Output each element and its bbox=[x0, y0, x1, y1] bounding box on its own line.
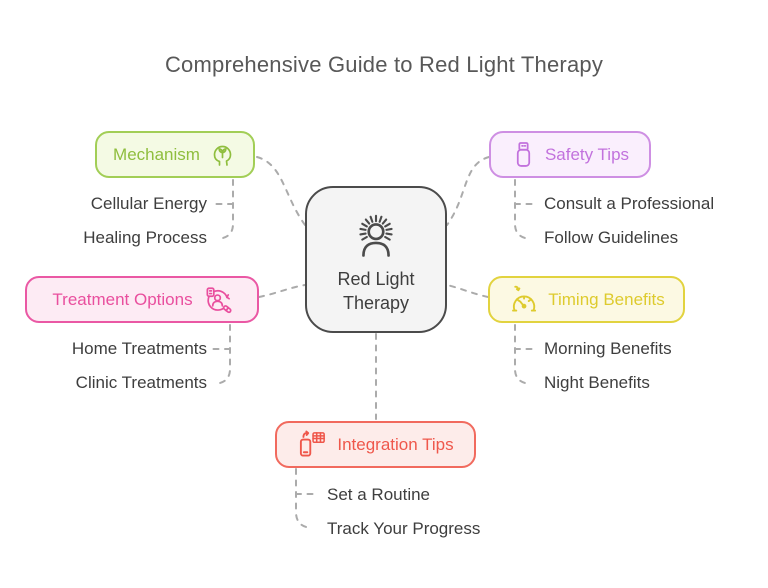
connector-treatment-center bbox=[258, 284, 306, 298]
item-track-your-progress: Track Your Progress bbox=[327, 519, 481, 538]
branch-integration-tips-label: Integration Tips bbox=[337, 434, 454, 454]
center-label-line1: Red Light bbox=[337, 268, 415, 289]
connector-mechanism-items bbox=[212, 179, 234, 240]
branch-mechanism-label: Mechanism bbox=[113, 144, 200, 164]
connector-mechanism-center bbox=[256, 156, 306, 226]
connector-treatment-items bbox=[210, 324, 231, 385]
mind-mechanism-icon bbox=[213, 145, 232, 166]
item-morning-benefits: Morning Benefits bbox=[544, 339, 672, 358]
branch-treatment-options: Treatment Options bbox=[25, 276, 259, 323]
phone-calendar-icon bbox=[300, 430, 326, 457]
connector-timing-items bbox=[514, 324, 535, 385]
person-radiating-light-icon bbox=[359, 214, 393, 257]
item-cellular-energy: Cellular Energy bbox=[90, 194, 207, 213]
item-healing-process: Healing Process bbox=[83, 228, 207, 247]
branch-safety-tips-label: Safety Tips bbox=[544, 144, 630, 164]
item-set-a-routine: Set a Routine bbox=[327, 485, 431, 504]
connector-integration-items bbox=[295, 468, 316, 529]
branch-timing-benefits: Timing Benefits bbox=[488, 276, 685, 323]
branch-timing-benefits-label: Timing Benefits bbox=[548, 289, 665, 309]
center-node-label: Red Light Therapy bbox=[337, 267, 414, 315]
connector-timing-center bbox=[446, 284, 489, 298]
connector-safety-items bbox=[514, 179, 535, 240]
item-clinic-treatments: Clinic Treatments bbox=[75, 373, 207, 392]
branch-safety-tips: Safety Tips bbox=[489, 131, 651, 178]
item-consult-a-professional: Consult a Professional bbox=[544, 194, 715, 213]
center-node-red-light-therapy: Red Light Therapy bbox=[305, 186, 447, 333]
center-label-line2: Therapy bbox=[342, 292, 410, 313]
patient-care-cycle-icon bbox=[206, 286, 232, 313]
connector-safety-center bbox=[446, 156, 490, 226]
gauge-timer-icon bbox=[512, 285, 537, 312]
usb-device-icon bbox=[516, 141, 531, 167]
page-title: Comprehensive Guide to Red Light Therapy bbox=[164, 52, 604, 77]
branch-treatment-options-label: Treatment Options bbox=[52, 289, 193, 309]
item-home-treatments: Home Treatments bbox=[71, 339, 207, 358]
branch-integration-tips: Integration Tips bbox=[275, 421, 476, 468]
branch-mechanism: Mechanism bbox=[95, 131, 255, 178]
item-follow-guidelines: Follow Guidelines bbox=[544, 228, 679, 247]
item-night-benefits: Night Benefits bbox=[544, 373, 650, 392]
